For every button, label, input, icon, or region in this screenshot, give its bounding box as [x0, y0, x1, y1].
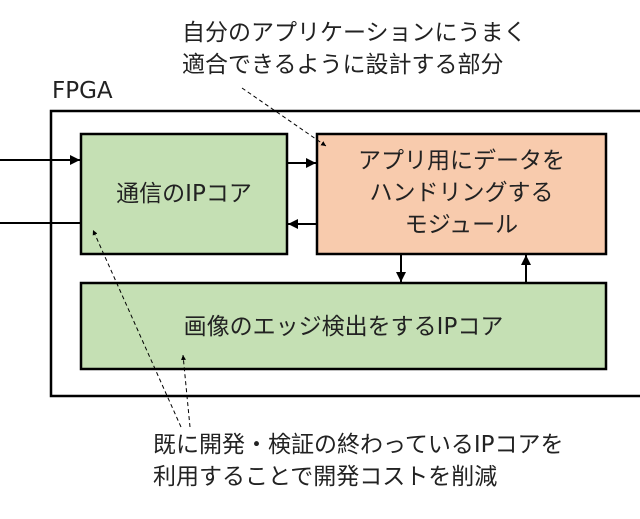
handler-label-line3: モジュール — [404, 212, 519, 238]
top-note-line1: 自分のアプリケーションにうまく — [182, 20, 527, 46]
bottom-callout-pointer-comm — [92, 229, 182, 428]
comm-ip-label: 通信のIPコア — [116, 181, 252, 207]
handler-label-line2: ハンドリングする — [369, 180, 554, 206]
handler-label-line1: アプリ用にデータを — [358, 148, 565, 174]
edge-ip-block — [79, 281, 608, 371]
bottom-note-line2: 利用することで開発コストを削減 — [153, 464, 498, 490]
fpga-label: FPGA — [52, 78, 113, 104]
fpga-boundary — [49, 109, 640, 398]
top-callout-pointer — [241, 87, 327, 147]
top-note-line2: 適合できるように設計する部分 — [182, 52, 504, 78]
bottom-callout-pointer-edge — [180, 354, 191, 428]
handler-module-block — [315, 132, 608, 256]
comm-ip-block — [79, 132, 289, 256]
edge-ip-label: 画像のエッジ検出をするIPコア — [183, 314, 504, 340]
bottom-note-line1: 既に開発・検証の終わっているIPコアを — [153, 432, 564, 458]
